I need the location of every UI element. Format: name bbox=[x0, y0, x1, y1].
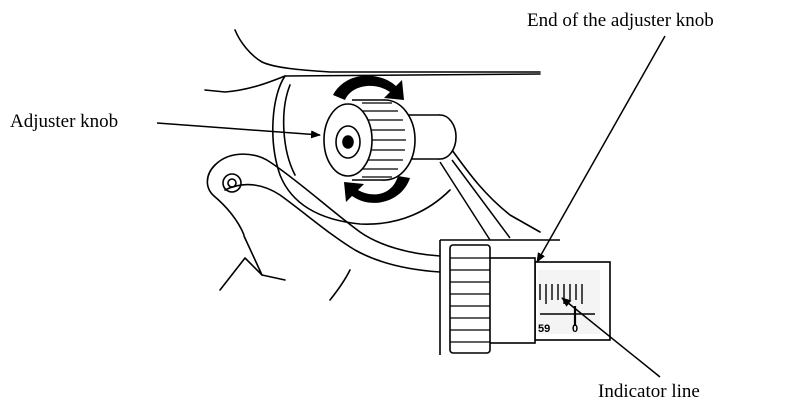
label-end-of-adjuster-knob: End of the adjuster knob bbox=[527, 10, 714, 31]
leader-end-of-knob bbox=[536, 35, 666, 263]
rotation-arrow-icon bbox=[333, 75, 404, 100]
scale-number-left: 59 bbox=[538, 323, 550, 335]
detail-connector bbox=[439, 159, 511, 241]
rotation-arrow-icon bbox=[344, 176, 410, 203]
leader-adjuster-knob bbox=[156, 122, 321, 139]
label-adjuster-knob: Adjuster knob bbox=[10, 111, 119, 132]
leader-indicator-line bbox=[561, 297, 661, 378]
leader-lines bbox=[156, 35, 666, 378]
label-indicator-line: Indicator line bbox=[598, 381, 700, 402]
machine-body bbox=[204, 29, 541, 301]
scale-number-right: 0 bbox=[572, 323, 578, 335]
adjuster-knob-drawing bbox=[323, 99, 457, 181]
